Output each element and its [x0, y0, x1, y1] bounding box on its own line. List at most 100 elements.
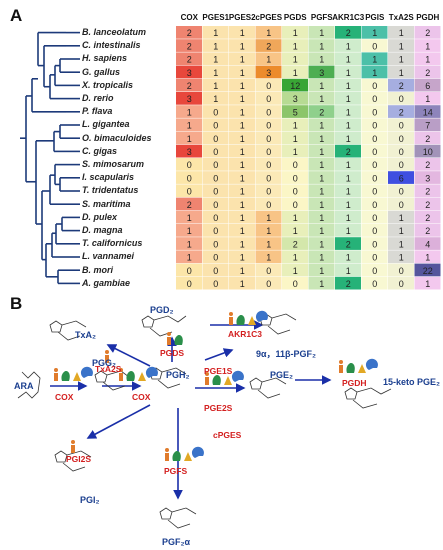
heatmap-value: 2: [399, 107, 404, 117]
heatmap-value: 0: [213, 279, 218, 289]
heatmap-cell: [308, 118, 335, 132]
heatmap-cell: [335, 144, 361, 158]
heatmap-cell: [176, 78, 202, 92]
heatmap-value: 2: [425, 187, 430, 197]
heatmap-value: 0: [266, 107, 271, 117]
heatmap-cell: [308, 39, 335, 52]
heatmap-value: 1: [425, 41, 430, 51]
heatmap-cell: [282, 65, 308, 79]
species-label: B. lanceolatum: [82, 27, 147, 37]
heatmap-cell: [308, 105, 335, 118]
heatmap-value: 4: [425, 239, 430, 249]
heatmap-value: 1: [319, 134, 324, 144]
heatmap-cell: [361, 105, 388, 118]
heatmap-value: 1: [266, 226, 271, 236]
heatmap-cell: [255, 171, 282, 184]
label-pge1s: PGE1S: [204, 366, 233, 376]
heatmap-cell: [335, 118, 361, 132]
heatmap-cell: [335, 39, 361, 52]
heatmap-value: 0: [187, 173, 192, 183]
species-label: X. tropicalis: [82, 79, 134, 90]
heatmap-cell: [361, 78, 388, 92]
heatmap-value: 1: [240, 213, 245, 223]
heatmap-value: 1: [187, 213, 192, 223]
heatmap-value: 1: [319, 55, 324, 65]
heatmap-value: 1: [399, 28, 404, 38]
heatmap-value: 0: [372, 147, 377, 157]
heatmap-value: 1: [425, 94, 430, 104]
label-pgfs: PGFS: [164, 466, 187, 476]
heatmap-value: 12: [290, 81, 300, 91]
heatmap-value: 1: [399, 55, 404, 65]
heatmap-value: 1: [293, 55, 298, 65]
heatmap-cell: [176, 105, 202, 118]
heatmap-cell: [388, 237, 414, 250]
heatmap-value: 1: [346, 253, 351, 263]
heatmap-cell: [335, 78, 361, 92]
heatmap-value: 1: [346, 266, 351, 276]
heatmap-cell: [229, 224, 255, 237]
heatmap-cell: [335, 263, 361, 277]
heatmap-cell: [388, 118, 414, 132]
heatmap-cell: [414, 184, 441, 198]
heatmap-cell: [308, 92, 335, 105]
heatmap-cell: [414, 39, 441, 52]
gene-header: PGIS: [365, 13, 385, 22]
heatmap-value: 2: [425, 213, 430, 223]
heatmap-value: 0: [187, 279, 192, 289]
heatmap-cell: [361, 131, 388, 145]
heatmap-cell: [202, 118, 229, 132]
heatmap-value: 1: [319, 266, 324, 276]
phylogenetic-tree: [20, 31, 80, 285]
heatmap-value: 1: [293, 226, 298, 236]
heatmap-value: 0: [372, 213, 377, 223]
heatmap-value: 1: [187, 107, 192, 117]
heatmap-cell: [282, 276, 308, 290]
heatmap-cell: [255, 210, 282, 224]
heatmap-value: 0: [266, 279, 271, 289]
heatmap-cell: [229, 26, 255, 39]
heatmap-value: 5: [293, 107, 298, 117]
heatmap-value: 0: [372, 160, 377, 170]
heatmap-cell: [414, 52, 441, 66]
heatmap-value: 1: [346, 213, 351, 223]
heatmap-cell: [361, 144, 388, 158]
heatmap-cell: [414, 26, 441, 39]
heatmap-value: 1: [293, 41, 298, 51]
heatmap-cell: [255, 105, 282, 118]
heatmap-cell: [414, 158, 441, 171]
heatmap-value: 1: [346, 200, 351, 210]
heatmap-cell: [176, 224, 202, 237]
species-label: C. gigas: [82, 145, 118, 156]
heatmap-cell: [414, 197, 441, 211]
heatmap-cell: [414, 78, 441, 92]
heatmap-value: 1: [346, 173, 351, 183]
heatmap-cell: [361, 276, 388, 290]
heatmap-cell: [388, 52, 414, 66]
heatmap-value: 0: [372, 94, 377, 104]
label-pgf2a: PGF₂α: [162, 537, 191, 547]
label-pgi2s: PGI2S: [66, 454, 91, 464]
heatmap-cell: [202, 39, 229, 52]
heatmap-value: 1: [319, 239, 324, 249]
heatmap-cell: [335, 250, 361, 264]
heatmap-cell: [255, 250, 282, 264]
heatmap-value: 1: [240, 160, 245, 170]
heatmap-cell: [308, 52, 335, 66]
heatmap-cell: [202, 276, 229, 290]
heatmap-cell: [229, 65, 255, 79]
heatmap-value: 0: [187, 160, 192, 170]
label-pgi2: PGI₂: [80, 495, 100, 505]
heatmap-value: 3: [187, 68, 192, 78]
heatmap-cell: [388, 197, 414, 211]
heatmap-cell: [255, 92, 282, 105]
heatmap-cell: [229, 171, 255, 184]
heatmap-cell: [202, 224, 229, 237]
heatmap-value: 0: [266, 200, 271, 210]
heatmap-cell: [388, 184, 414, 198]
species-label: H. sapiens: [82, 53, 128, 64]
heatmap-value: 1: [346, 226, 351, 236]
heatmap-value: 14: [423, 107, 433, 117]
heatmap-value: 1: [240, 200, 245, 210]
